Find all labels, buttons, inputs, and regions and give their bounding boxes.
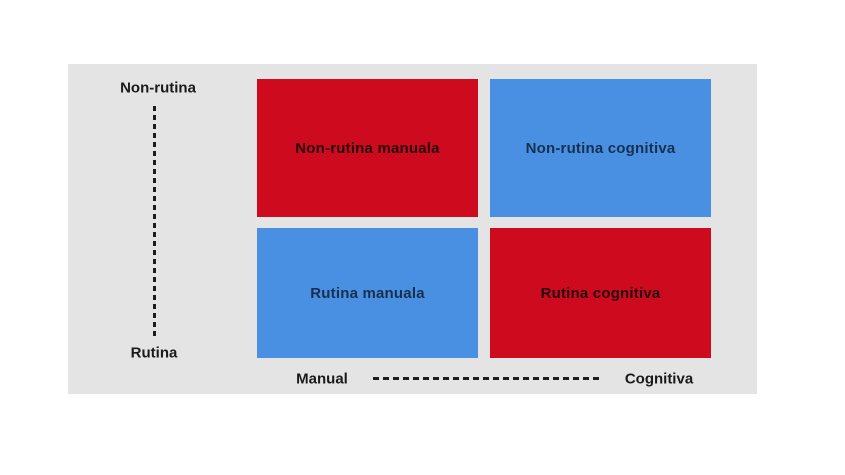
x-axis-right-label: Cognitiva xyxy=(624,370,694,388)
y-axis-dashed-line xyxy=(153,106,156,339)
x-axis-left-label: Manual xyxy=(296,370,348,388)
x-axis-dashed-line xyxy=(373,377,601,380)
matrix-panel: Non-rutina Rutina Non-rutina manuala Non… xyxy=(68,64,757,394)
quadrant-non-rutina-cognitiva: Non-rutina cognitiva xyxy=(490,79,711,217)
quadrant-rutina-cognitiva: Rutina cognitiva xyxy=(490,228,711,358)
quadrant-non-rutina-manuala: Non-rutina manuala xyxy=(257,79,478,217)
y-axis-bottom-label: Rutina xyxy=(130,344,178,362)
quadrant-label: Rutina cognitiva xyxy=(540,284,661,302)
quadrant-rutina-manuala: Rutina manuala xyxy=(257,228,478,358)
quadrant-label: Non-rutina manuala xyxy=(295,139,440,157)
y-axis-top-label: Non-rutina xyxy=(120,79,196,97)
quadrant-label: Rutina manuala xyxy=(310,284,425,302)
quadrant-label: Non-rutina cognitiva xyxy=(525,139,676,157)
